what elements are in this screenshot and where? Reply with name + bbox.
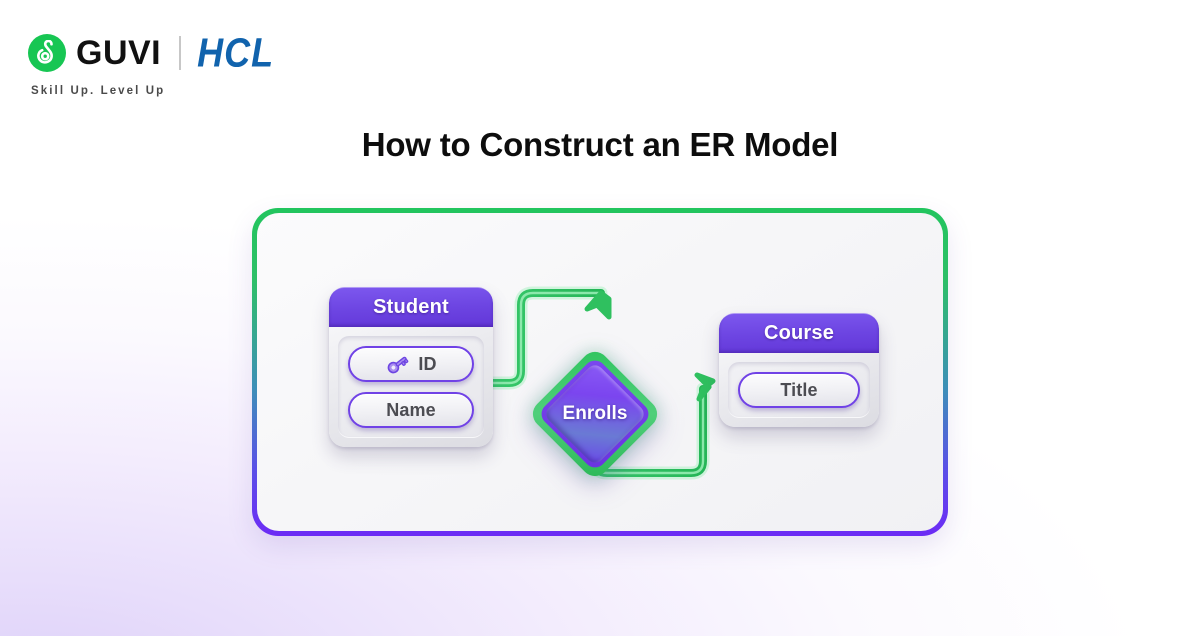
entity-course[interactable]: Course Title: [719, 313, 879, 427]
diagram-surface: Student ID: [257, 213, 943, 531]
guvi-wordmark: GUVI: [76, 34, 162, 72]
entity-student-title: Student: [373, 295, 449, 318]
attribute-course-title-label: Title: [780, 379, 818, 400]
entity-student-header: Student: [329, 287, 493, 327]
brand-divider: [179, 36, 182, 70]
attribute-student-id-label: ID: [418, 353, 437, 374]
brand-tagline: Skill Up. Level Up: [31, 85, 166, 97]
connector-student-to-enrolls: [486, 286, 612, 390]
attribute-course-title[interactable]: Title: [738, 372, 860, 408]
relationship-enrolls[interactable]: Enrolls: [527, 346, 663, 482]
hcl-wordmark: HCL: [197, 29, 275, 76]
brand-logos-row: GUVI HCL: [28, 30, 274, 76]
entity-student[interactable]: Student ID: [329, 287, 493, 447]
entity-course-title: Course: [763, 321, 835, 344]
diagram-frame: Student ID: [252, 208, 948, 536]
entity-student-attributes: ID Name: [338, 336, 484, 438]
key-icon: [388, 356, 409, 374]
attribute-student-name[interactable]: Name: [348, 392, 474, 428]
attribute-student-id[interactable]: ID: [348, 346, 474, 382]
entity-course-header: Course: [719, 313, 879, 353]
attribute-student-name-label: Name: [386, 399, 436, 420]
guvi-logo-icon: [28, 34, 66, 72]
brand-header: GUVI HCL Skill Up. Level Up: [28, 30, 274, 97]
page-title: How to Construct an ER Model: [361, 126, 839, 163]
relationship-enrolls-label: Enrolls: [562, 403, 628, 424]
entity-course-attributes: Title: [728, 362, 870, 418]
